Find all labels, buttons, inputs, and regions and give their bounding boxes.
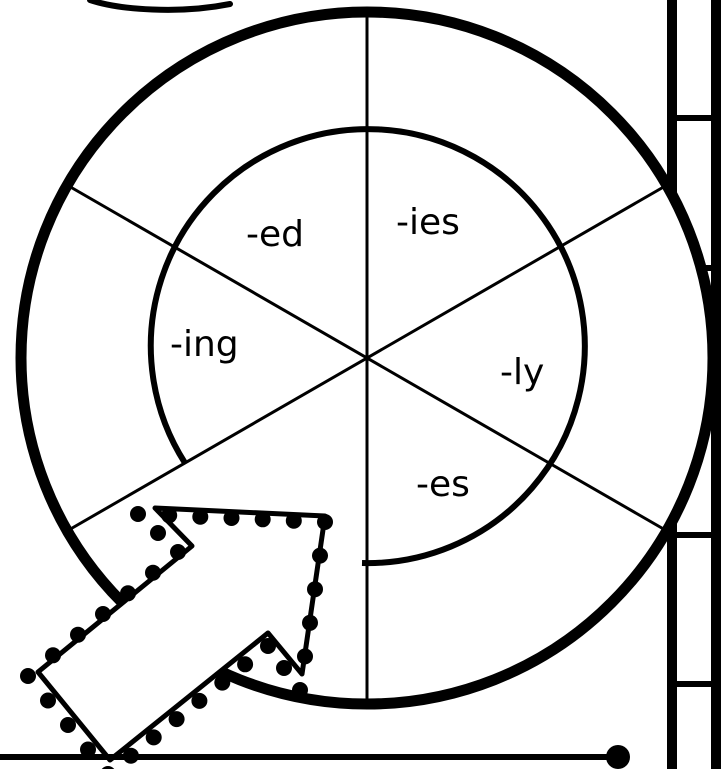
arrow-border-dot — [40, 693, 56, 709]
bottom-rule-end-dot — [606, 745, 630, 769]
arrow-border-dot — [20, 668, 36, 684]
arrow-border-dot — [45, 647, 61, 663]
arrow-border-dot — [145, 565, 161, 581]
arrow-border-dot — [307, 581, 323, 597]
suffix-label-es: -es — [416, 464, 470, 505]
arrow-border-dot — [286, 513, 302, 529]
arrow-border-dot — [312, 548, 328, 564]
arrow-border-dot — [192, 509, 208, 525]
spinner-arrow-pointer — [20, 506, 333, 769]
suffix-label-ing: -ing — [170, 324, 239, 365]
arrow-border-dot — [60, 717, 76, 733]
arrow-border-dot — [214, 675, 230, 691]
arrow-border-dot — [276, 660, 292, 676]
arrow-border-dot — [170, 544, 186, 560]
arrow-border-dot — [70, 627, 86, 643]
arrow-border-dot — [302, 615, 318, 631]
arrow-border-dot — [150, 525, 166, 541]
arrow-border-dot — [146, 729, 162, 745]
arrow-border-dot — [237, 656, 253, 672]
arrow-border-dot — [317, 514, 333, 530]
arrow-border-dot — [260, 638, 276, 654]
arrow-border-dot — [255, 511, 271, 527]
suffix-label-ed: -ed — [246, 214, 304, 255]
arrow-border-dot — [130, 506, 146, 522]
arrow-border-dot — [292, 682, 308, 698]
arrow-border-dot — [169, 711, 185, 727]
arrow-border-dot — [161, 507, 177, 523]
arrow-border-dot — [224, 510, 240, 526]
arrow-border-dot — [95, 606, 111, 622]
arrow-border-dot — [191, 693, 207, 709]
arrow-border-dot — [297, 648, 313, 664]
top-swirl-decoration — [90, 0, 230, 10]
suffix-label-ies: -ies — [396, 202, 460, 243]
suffix-label-ly: -ly — [500, 352, 544, 393]
arrow-border-dot — [120, 585, 136, 601]
